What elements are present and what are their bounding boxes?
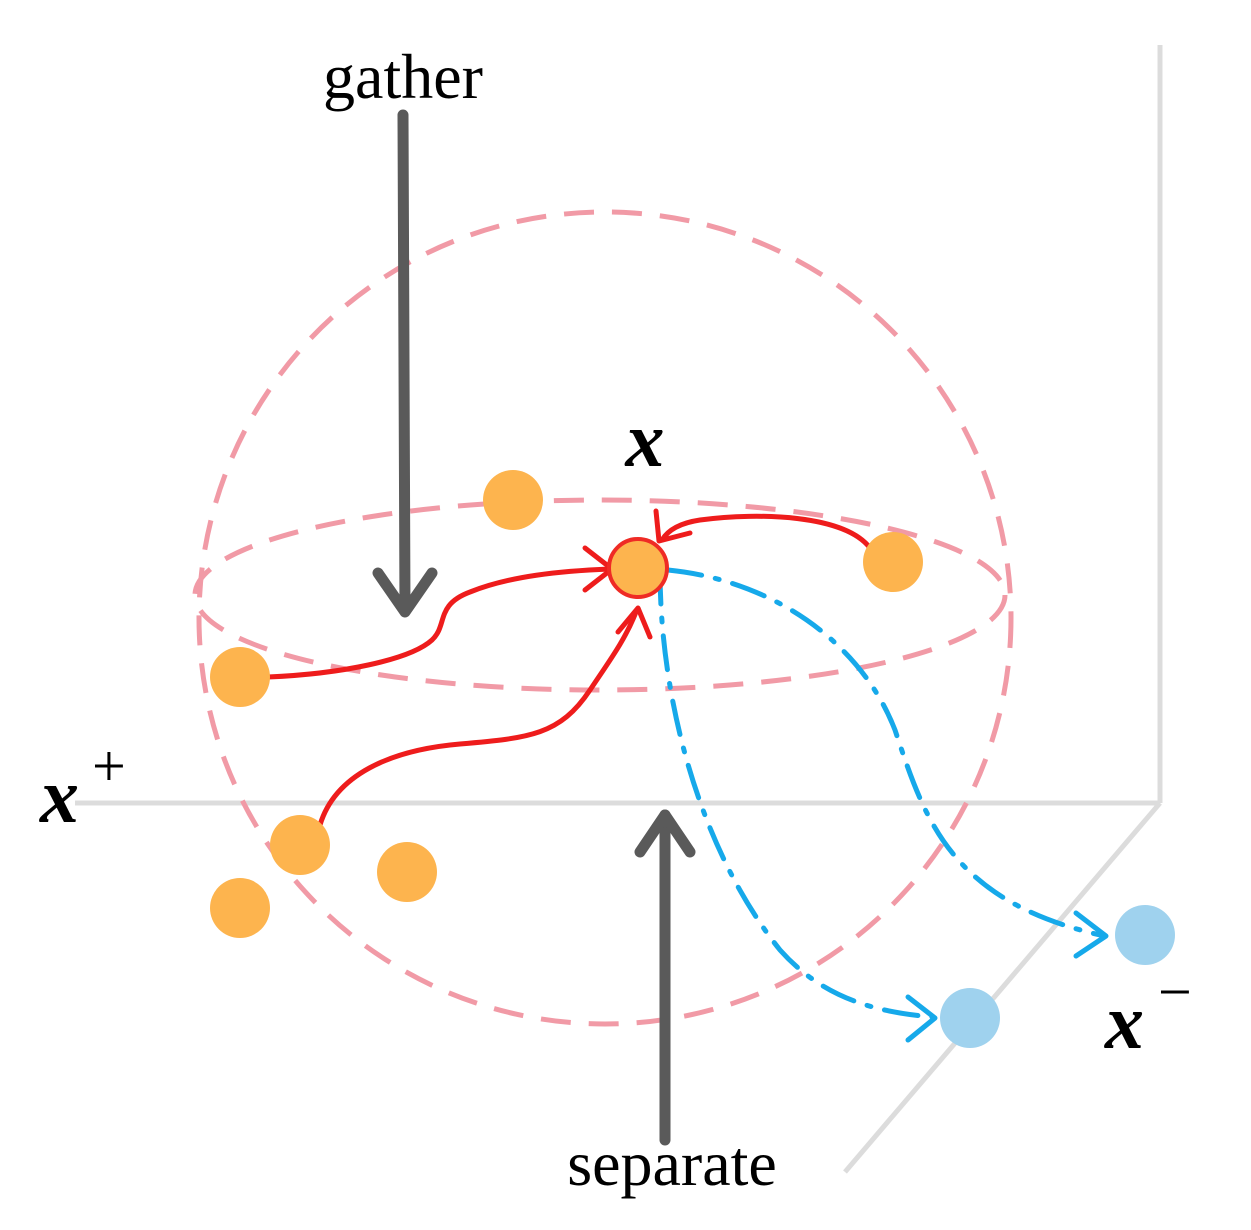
negative-label-base: x [1104, 978, 1144, 1065]
pull-arrow-right-head [653, 508, 693, 544]
pull-arrow-right [659, 513, 873, 551]
positive-label-sup: + [92, 733, 126, 799]
separate-arrow-head [634, 809, 696, 858]
negative-points [940, 905, 1175, 1048]
gather-arrow-shaft [397, 109, 411, 616]
sphere-equator [192, 497, 1008, 693]
axes [75, 45, 1163, 1174]
push-arrow-head-near [905, 994, 938, 1043]
anchor-point [607, 537, 669, 599]
negative-point [1115, 905, 1175, 965]
pull-arrows [265, 508, 873, 828]
positive-label: x + [39, 733, 126, 839]
gather-arrow-head [372, 567, 438, 618]
push-arrow-heads [905, 910, 1109, 1043]
anchor-label: x [625, 396, 665, 483]
negative-point [940, 988, 1000, 1048]
negative-label-sup: − [1158, 959, 1192, 1025]
push-arrows [657, 567, 1103, 1020]
separate-label: separate [567, 1128, 777, 1199]
positive-point [377, 842, 437, 902]
big-arrows [372, 109, 696, 1146]
positive-point [210, 647, 270, 707]
positive-point [210, 878, 270, 938]
sphere-outline [196, 209, 1014, 1027]
positive-point [270, 815, 330, 875]
axis-depth [843, 801, 1162, 1174]
positive-points [210, 470, 923, 938]
push-arrow-to-far-negative [665, 567, 1103, 938]
positive-label-base: x [39, 752, 79, 839]
positive-point [863, 532, 923, 592]
pull-arrow-bottom [317, 609, 639, 828]
gather-label: gather [323, 41, 483, 112]
negative-label: x − [1104, 959, 1192, 1065]
push-arrow-head-far [1073, 910, 1109, 959]
positive-point [483, 470, 543, 530]
push-arrow-to-near-negative [657, 567, 936, 1020]
pull-arrow-left [265, 566, 613, 680]
pull-arrow-bottom-head [615, 605, 653, 640]
dashed-sphere [192, 209, 1014, 1027]
